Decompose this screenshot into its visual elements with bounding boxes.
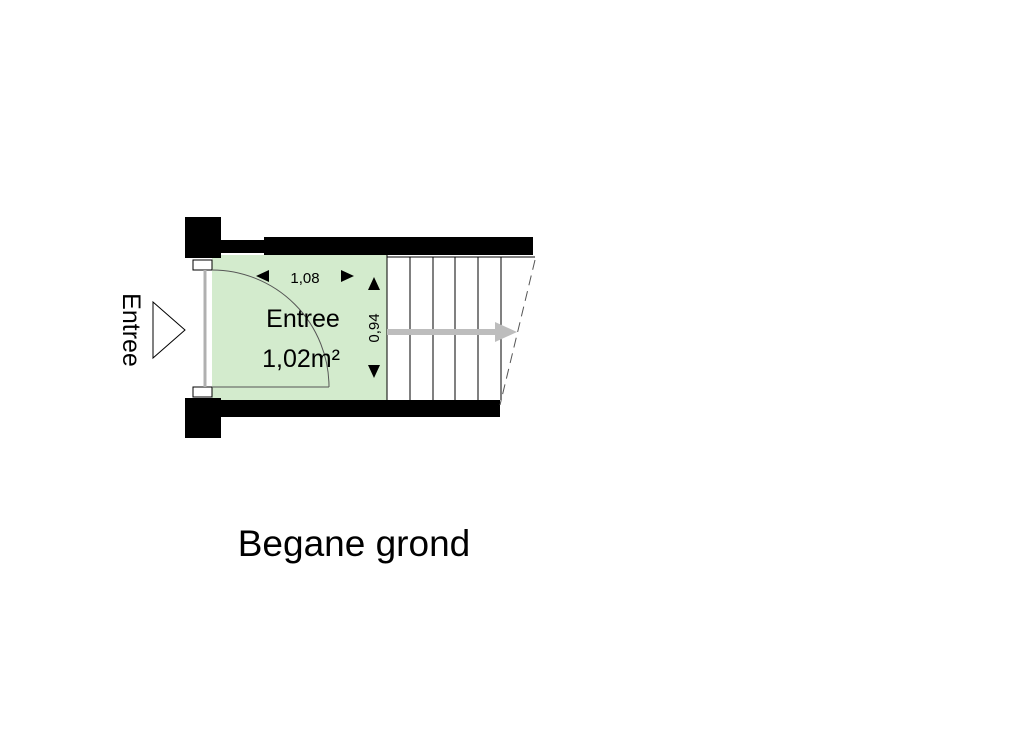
door-swing-arc: [211, 269, 330, 388]
pillar-top: [185, 217, 221, 258]
stair-direction-arrow: [387, 322, 517, 342]
entrance-label: Entree: [117, 293, 145, 367]
wall-bottom: [221, 400, 500, 417]
stair-cut-line: [499, 259, 536, 406]
pillar-bottom: [185, 398, 221, 438]
entrance-triangle-icon: [152, 300, 186, 360]
dim-arrow-down-icon: [368, 365, 380, 378]
wall-top: [264, 237, 533, 255]
dim-arrow-left-icon: [256, 270, 269, 282]
room-entree-floor: [212, 255, 387, 400]
wall-top-thin: [221, 240, 265, 253]
door-jamb-bottom: [192, 386, 213, 398]
dim-arrow-right-icon: [341, 270, 354, 282]
room-area: 1,02m²: [262, 345, 340, 373]
room-depth-dimension: 0,94: [366, 313, 383, 342]
door-jamb-top: [192, 259, 213, 271]
dim-arrow-up-icon: [368, 277, 380, 290]
room-width-dimension: 1,08: [290, 270, 319, 287]
floor-title: Begane grond: [238, 523, 470, 564]
room-name: Entree: [266, 305, 340, 333]
